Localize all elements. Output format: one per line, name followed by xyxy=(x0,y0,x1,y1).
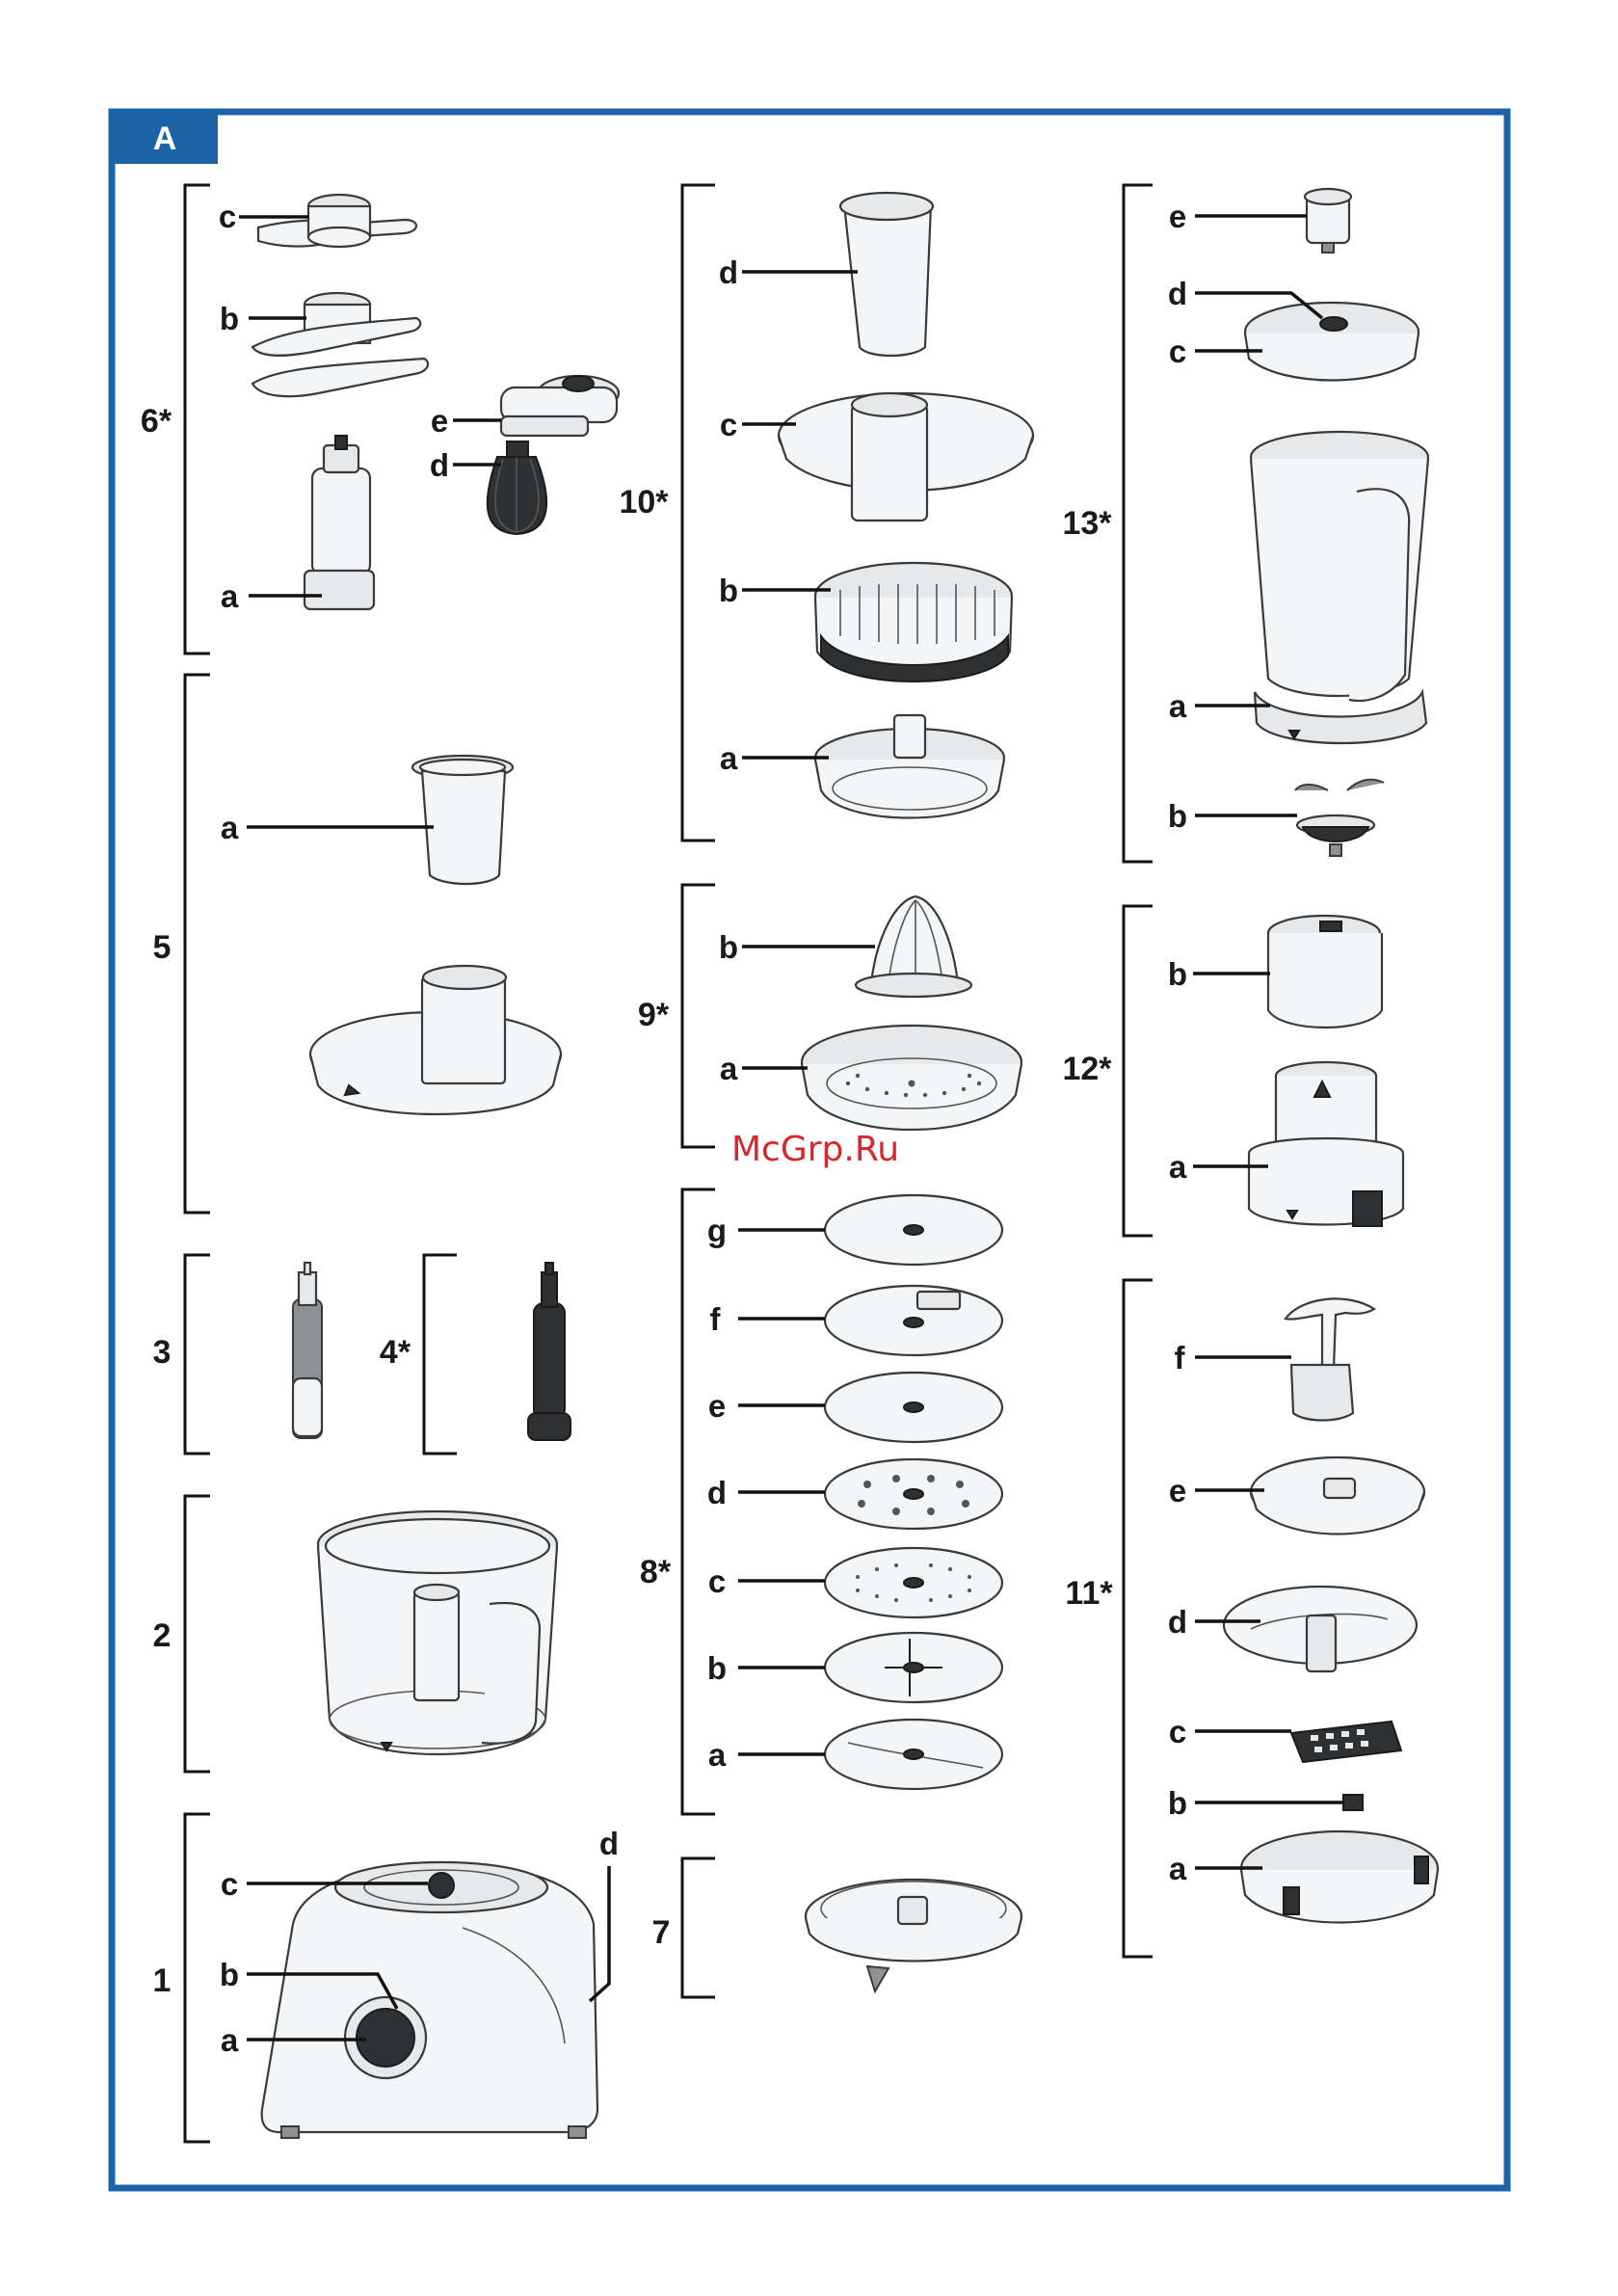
group-13-label-a: a xyxy=(1169,688,1187,724)
group-11-label: 11* xyxy=(1065,1575,1113,1612)
group-6-label-c: c xyxy=(219,199,236,234)
group-13-label-d: d xyxy=(1168,276,1187,311)
group-8-label-g: g xyxy=(707,1213,727,1248)
group-12-label: 12* xyxy=(1062,1051,1112,1087)
group-10-parts xyxy=(779,193,1033,818)
group-12-label-b: b xyxy=(1168,956,1187,992)
group-6-label-b: b xyxy=(220,301,239,336)
group-9-label: 9* xyxy=(638,997,670,1033)
group-6-label-e: e xyxy=(431,403,448,439)
group-11-label-a: a xyxy=(1169,1851,1187,1886)
group-1-label-a: a xyxy=(221,2022,239,2058)
group-10-label-c: c xyxy=(720,407,737,442)
group-13-parts xyxy=(1245,189,1428,856)
group-11-label-d: d xyxy=(1168,1604,1187,1640)
group-13-label-e: e xyxy=(1169,199,1186,234)
group-2-parts xyxy=(318,1511,557,1754)
group-8-label-a: a xyxy=(708,1737,727,1773)
group-11-label-b: b xyxy=(1168,1785,1187,1821)
group-8-label-e: e xyxy=(708,1388,726,1424)
group-11-label-c: c xyxy=(1169,1714,1186,1749)
group-1-label-b: b xyxy=(220,1957,239,1992)
group-7-label: 7 xyxy=(652,1914,671,1951)
group-8-parts xyxy=(825,1195,1002,1789)
group-10-label-a: a xyxy=(720,740,738,776)
group-8-label-f: f xyxy=(710,1301,722,1337)
group-5-parts xyxy=(310,756,561,1114)
group-8-label-d: d xyxy=(707,1475,727,1510)
group-13-label: 13* xyxy=(1062,505,1112,542)
group-6-parts xyxy=(252,195,619,609)
group-12-label-a: a xyxy=(1169,1149,1187,1185)
group-8-label-c: c xyxy=(708,1563,726,1599)
group-5-label-a: a xyxy=(221,810,239,845)
section-tab-label: A xyxy=(153,120,177,157)
group-9-label-a: a xyxy=(720,1051,738,1086)
group-3-label: 3 xyxy=(153,1334,172,1371)
group-1-label-d: d xyxy=(599,1826,619,1861)
group-2-label: 2 xyxy=(153,1617,172,1654)
group-5-label: 5 xyxy=(153,929,172,966)
group-11-parts xyxy=(1224,1298,1438,1922)
group-8-label: 8* xyxy=(640,1554,672,1590)
group-3-4-parts xyxy=(293,1263,570,1440)
group-13-label-b: b xyxy=(1168,798,1187,834)
group-1-label-c: c xyxy=(221,1866,238,1902)
group-8-label-b: b xyxy=(707,1650,727,1686)
group-10-label: 10* xyxy=(619,484,669,521)
group-10-label-b: b xyxy=(719,573,738,608)
group-1-label: 1 xyxy=(153,1962,172,1999)
group-11-label-f: f xyxy=(1175,1340,1186,1375)
group-6-label-d: d xyxy=(430,447,449,483)
group-9-label-b: b xyxy=(719,929,738,965)
group-7-parts xyxy=(806,1880,1021,1991)
group-10-label-d: d xyxy=(719,254,738,290)
group-1-parts xyxy=(262,1862,597,2138)
group-6-label: 6* xyxy=(141,403,172,440)
group-11-label-e: e xyxy=(1169,1473,1186,1508)
group-9-parts xyxy=(802,896,1021,1130)
group-12-parts xyxy=(1249,916,1403,1226)
watermark: McGrp.Ru xyxy=(731,1130,899,1169)
group-6-label-a: a xyxy=(221,578,239,614)
group-4-label: 4* xyxy=(380,1334,411,1371)
group-13-label-c: c xyxy=(1169,334,1186,369)
